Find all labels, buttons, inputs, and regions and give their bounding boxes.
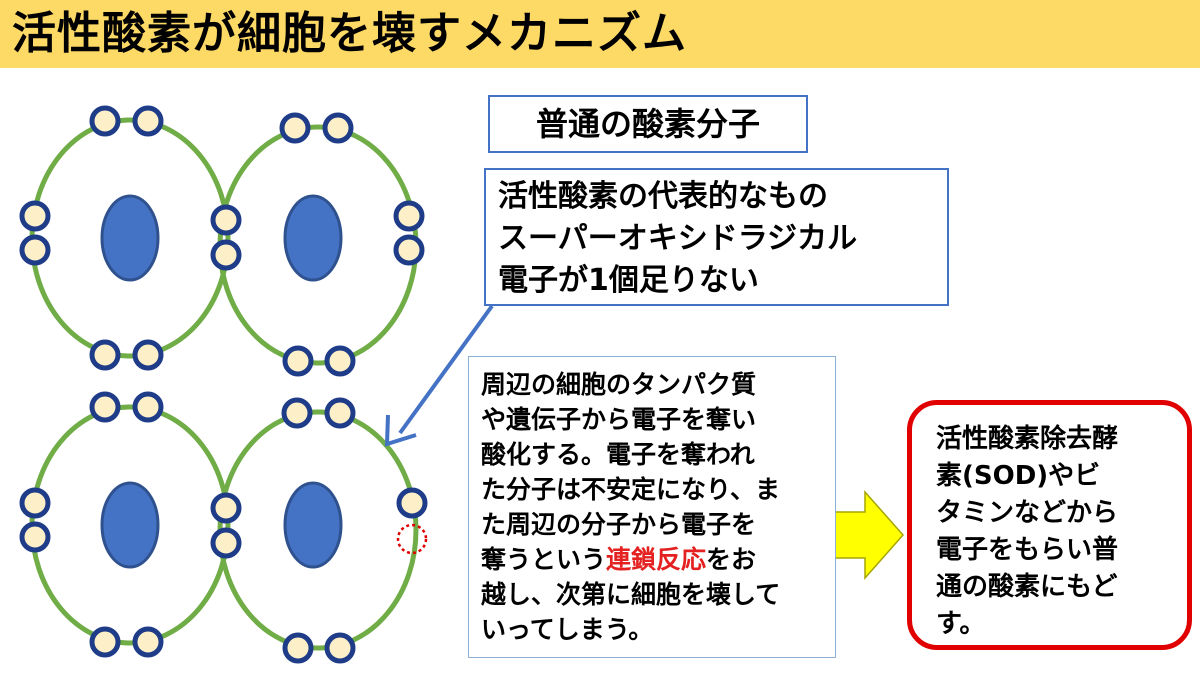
explanation-line: や遺伝子から電子を奪い [481,405,757,434]
nucleus-right [283,194,343,282]
title-bar: 活性酸素が細胞を壊すメカニズム [0,0,1200,68]
explanation-line: 奪うという連鎖反応をお [481,542,825,577]
normal-oxygen-label: 普通の酸素分子 [488,95,808,153]
nucleus-left [100,194,160,282]
explanation-line: 越し、次第に細胞を壊して [481,580,781,609]
normal-oxygen-molecule [19,105,425,377]
electron [19,234,51,266]
missing-electron-marker [396,523,428,555]
electron [279,112,311,144]
sod-line: タミンなどから [936,498,1119,528]
electron [132,105,164,137]
sod-line: 活性酸素除去酵 [936,424,1119,454]
explanation-line: 周辺の細胞のタンパク質 [481,370,757,399]
electron [19,487,51,519]
electron [282,632,314,664]
electron [210,492,242,524]
nucleus-left [100,481,160,569]
sod-line: す。 [936,609,986,639]
nucleus-right [283,481,343,569]
sod-box: 活性酸素除去酵 素(SOD)やビ タミンなどから 電子をもらい普 通の酸素にもど… [907,400,1192,650]
electron [393,200,425,232]
normal-oxygen-label-text: 普通の酸素分子 [535,105,760,143]
electron [132,626,164,658]
explanation-text: 奪うという [481,545,607,574]
sod-line: 通の酸素にもど [936,572,1118,602]
electron [396,487,428,519]
chain-reaction-highlight: 連鎖反応 [606,545,707,574]
electron [132,391,164,423]
electron [282,345,314,377]
yellow-arrow [829,490,905,580]
electron [324,345,356,377]
electron [393,234,425,266]
electron [89,391,121,423]
radical-line: 電子が1個足りない [498,263,759,298]
radical-line: 活性酸素の代表的なもの [498,179,828,214]
pointer-arrow [384,304,494,447]
explanation-line: 酸化する。電子を奪われ [481,440,755,469]
electron [210,204,242,236]
electron [324,397,356,429]
radical-description-box: 活性酸素の代表的なもの スーパーオキシドラジカル 電子が1個足りない [484,168,949,306]
sod-line: 素(SOD)やビ [936,461,1101,491]
electron [89,105,121,137]
electron [281,397,313,429]
electron [89,626,121,658]
explanation-text: をお [706,545,757,574]
explanation-line: た周辺の分子から電子を [481,510,757,539]
electron [89,339,121,371]
electron [322,112,354,144]
electron [132,339,164,371]
electron [324,632,356,664]
explanation-line: た分子は不安定になり、ま [481,475,781,504]
explanation-line: いってしまう。 [481,615,654,644]
electron [210,527,242,559]
electron [19,200,51,232]
electron [210,239,242,271]
sod-line: 電子をもらい普 [936,535,1119,565]
page-title: 活性酸素が細胞を壊すメカニズム [12,8,687,59]
explanation-box: 周辺の細胞のタンパク質 や遺伝子から電子を奪い 酸化する。電子を奪われ た分子は… [468,356,836,658]
radical-line: スーパーオキシドラジカル [498,221,858,256]
radical-oxygen-molecule [19,391,428,664]
electron [19,521,51,553]
